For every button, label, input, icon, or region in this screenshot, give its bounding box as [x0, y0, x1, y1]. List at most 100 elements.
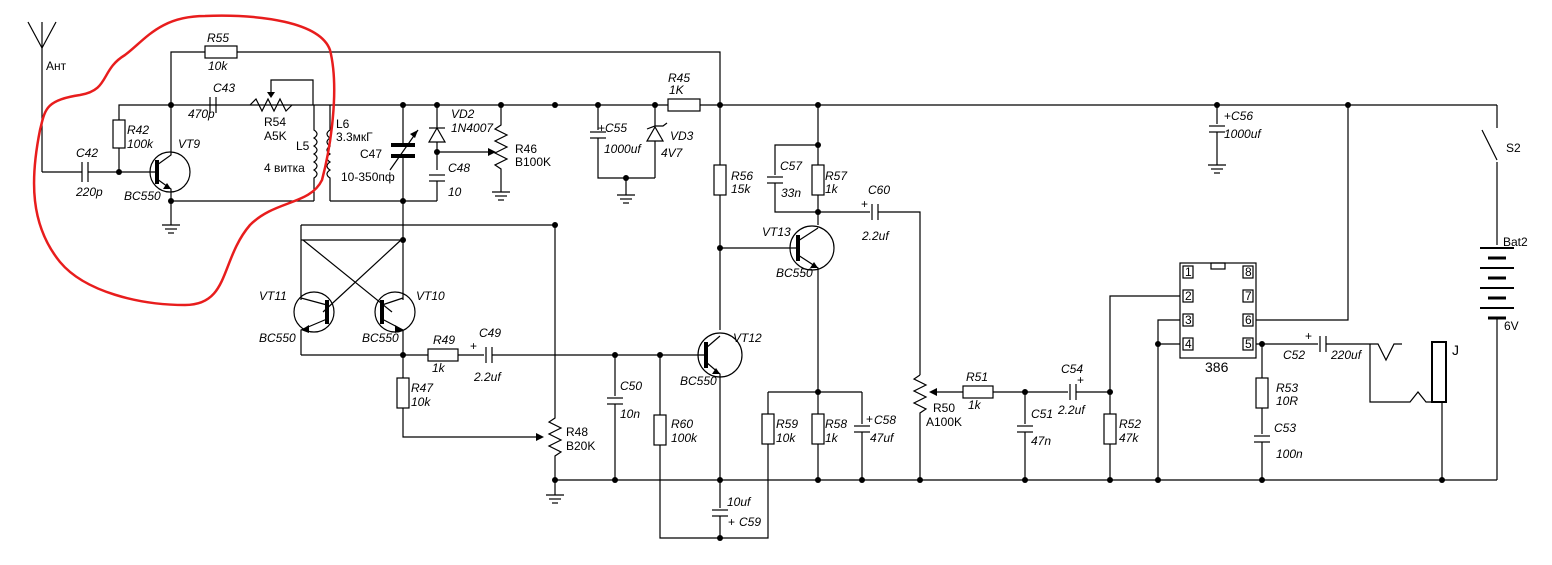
label-C51-val: 47n	[1031, 434, 1051, 448]
label-R42-ref: R42	[127, 123, 149, 137]
label-C60-val: 2.2uf	[861, 229, 890, 243]
label-C43-val: 470p	[188, 107, 215, 121]
label-C49-val: 2.2uf	[473, 370, 502, 384]
highlight-outline	[32, 14, 336, 307]
label-VT13-ref: VT13	[762, 225, 791, 239]
plus-mark-C54: +	[1077, 373, 1084, 387]
plus-mark-C60: +	[861, 197, 868, 211]
label-C50-val: 10n	[620, 407, 640, 421]
label-R50-val: A100K	[926, 415, 962, 429]
label-R54-ref: R54	[264, 115, 286, 129]
label-R56-ref: R56	[731, 169, 753, 183]
label-C55-val: 1000uf	[604, 142, 642, 156]
label-R58-val: 1k	[825, 431, 839, 445]
label-C48-ref: C48	[448, 161, 470, 175]
label-C52-ref: C52	[1283, 348, 1305, 362]
label-C57-ref: C57	[780, 159, 803, 173]
ic-pin-1: 1	[1185, 265, 1192, 279]
label-R49-val: 1k	[432, 361, 446, 375]
antenna-icon	[27, 21, 57, 172]
label-C59-val: 10uf	[727, 495, 752, 509]
label-C48-val: 10	[448, 185, 462, 199]
ic-name: 386	[1205, 359, 1229, 375]
plus-mark-C58: +	[866, 412, 873, 426]
label-C53-ref: C53	[1274, 421, 1296, 435]
label-R51-ref: R51	[966, 370, 988, 384]
label-VT12-val: BC550	[680, 374, 717, 388]
label-C57-val: 33n	[781, 186, 801, 200]
label-VD3-ref: VD3	[670, 129, 694, 143]
label-C47-ref: C47	[360, 147, 382, 161]
label-R46-ref: R46	[515, 142, 537, 156]
label-VT10-val: BC550	[362, 331, 399, 345]
label-R59-ref: R59	[776, 417, 798, 431]
label-R57-val: 1k	[825, 182, 839, 196]
label-R57-ref: R57	[825, 169, 848, 183]
label-Bat2-val: 6V	[1504, 319, 1519, 333]
label-C49-ref: C49	[479, 326, 501, 340]
label-VT9-val: BC550	[124, 189, 161, 203]
label-VT12-ref: VT12	[733, 331, 762, 345]
label-C52-val: 220uf	[1330, 348, 1363, 362]
label-R55-ref: R55	[207, 31, 229, 45]
label-C42-val: 220p	[75, 185, 103, 199]
label-Bat2-ref: Bat2	[1503, 235, 1528, 249]
ic-pin-2: 2	[1185, 289, 1192, 303]
label-L6-ref: L6	[336, 117, 350, 131]
antenna-label: Ант	[46, 59, 67, 73]
ic-pin-4: 4	[1185, 337, 1192, 351]
label-VT10-ref: VT10	[416, 289, 445, 303]
label-R54-val: A5K	[264, 129, 287, 143]
label-VD2-ref: VD2	[451, 107, 475, 121]
plus-mark-C59: +	[728, 515, 735, 529]
label-R42-val: 100k	[127, 137, 154, 151]
label-R59-val: 10k	[776, 431, 796, 445]
label-R47-val: 10k	[411, 395, 431, 409]
plus-mark-C55: +	[598, 121, 605, 135]
label-R45-val: 1K	[669, 83, 685, 97]
ic-pin-8: 8	[1245, 265, 1252, 279]
label-R51-val: 1k	[968, 398, 982, 412]
label-C42-ref: C42	[76, 146, 98, 160]
label-R49-ref: R49	[433, 333, 455, 347]
label-R50-ref: R50	[933, 401, 955, 415]
label-VT11-val: BC550	[259, 331, 296, 345]
label-R60-ref: R60	[671, 417, 693, 431]
label-C53-val: 100n	[1276, 447, 1303, 461]
component-labels: R55 10k R42 100k C42 220p C43 470p R54 A…	[75, 31, 1528, 529]
label-R53-ref: R53	[1276, 381, 1298, 395]
label-VT9-ref: VT9	[178, 137, 200, 151]
label-C60-ref: C60	[868, 183, 890, 197]
label-C58-val: 47uf	[870, 431, 895, 445]
label-J: J	[1452, 342, 1459, 358]
label-C59-ref: C59	[739, 515, 761, 529]
ic-pin-5: 5	[1245, 337, 1252, 351]
label-C50-ref: C50	[620, 379, 642, 393]
label-R55-val: 10k	[208, 59, 228, 73]
label-R52-val: 47k	[1119, 431, 1139, 445]
label-R58-ref: R58	[825, 417, 847, 431]
label-C47-val: 10-350пф	[341, 170, 395, 184]
label-VD3-val: 4V7	[661, 146, 684, 160]
label-VT13-val: BC550	[776, 266, 813, 280]
label-C56-val: 1000uf	[1224, 127, 1262, 141]
label-C54-ref: C54	[1061, 362, 1083, 376]
label-C55-ref: C55	[605, 121, 627, 135]
label-C51-ref: C51	[1031, 407, 1053, 421]
label-R56-val: 15k	[731, 182, 751, 196]
label-VT11-ref: VT11	[259, 289, 287, 303]
label-R60-val: 100k	[671, 431, 698, 445]
ic-pin-6: 6	[1245, 313, 1252, 327]
ic-pin-3: 3	[1185, 313, 1192, 327]
label-R52-ref: R52	[1119, 417, 1141, 431]
label-C56-ref: C56	[1231, 109, 1253, 123]
label-S2: S2	[1506, 141, 1521, 155]
label-L6-val: 3.3мкГ	[336, 130, 373, 144]
label-R48-ref: R48	[566, 425, 588, 439]
label-R53-val: 10R	[1276, 394, 1298, 408]
plus-mark-C56: +	[1224, 109, 1231, 123]
ic-pin-7: 7	[1245, 289, 1252, 303]
label-R47-ref: R47	[411, 381, 434, 395]
label-L5-val: 4 витка	[264, 161, 305, 175]
label-C43-ref: C43	[213, 81, 235, 95]
